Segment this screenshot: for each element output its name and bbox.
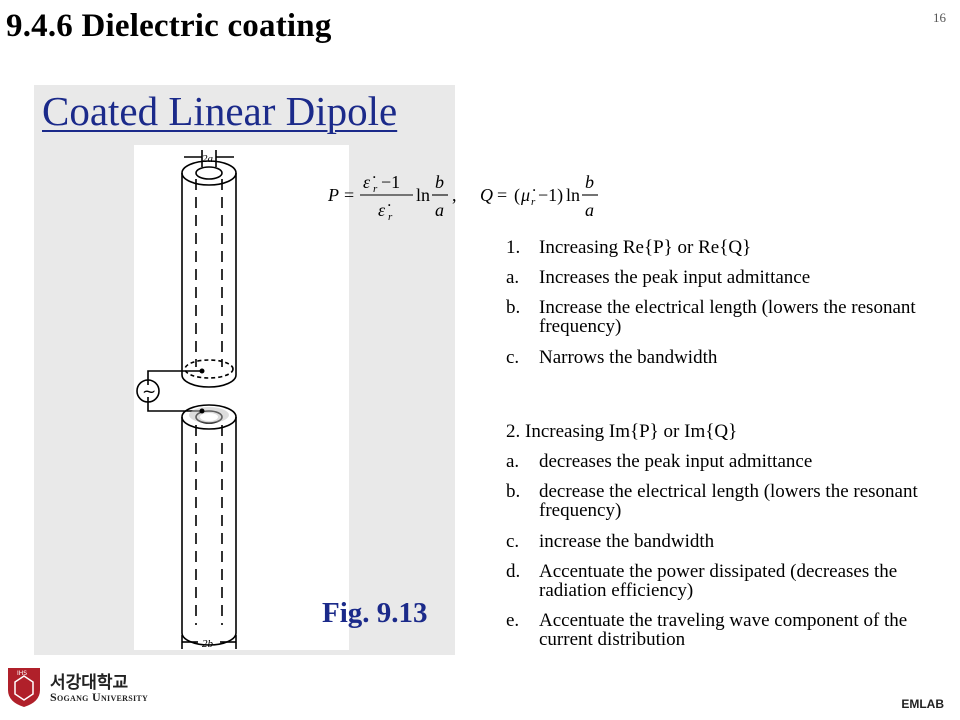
upper-top-core [195, 166, 223, 180]
dim-2b-label: 2b [202, 638, 214, 650]
list2-item-d: d. Accentuate the power dissipated (decr… [506, 562, 950, 600]
list2-item-a-text: decreases the peak input admittance [539, 451, 813, 472]
formula-p-den-sub: r [388, 211, 393, 223]
list2-item-e-text: Accentuate the traveling wave component … [539, 610, 908, 650]
logo-korean-name: 서강대학교 [50, 673, 129, 693]
list1-heading-text: Increasing Re{P} or Re{Q} [539, 237, 752, 258]
list2-item-c-marker: c. [506, 531, 520, 552]
list1-item-c-marker: c. [506, 347, 520, 368]
slide-title: 9.4.6 Dielectric coating [6, 8, 332, 44]
figure-panel: Coated Linear Dipole [34, 85, 455, 655]
formula-p-q: P = ε̇ r −1 ε̇ r ln b a , Q = ( μ̇ r −1)… [327, 172, 598, 223]
list1-item-b-text: Increase the electrical length (lowers t… [539, 297, 916, 337]
list2-item-d-marker: d. [506, 561, 521, 582]
list1-item-b: b. Increase the electrical length (lower… [506, 298, 950, 336]
upper-top-rim [181, 160, 237, 186]
formula-q-close: −1) [538, 185, 563, 206]
list1-heading: 1. Increasing Re{P} or Re{Q} [506, 238, 950, 257]
university-logo: IHS 서강대학교 Sogang University [6, 666, 156, 710]
list2-item-b: b. decrease the electrical length (lower… [506, 482, 950, 520]
crest-text: IHS [17, 670, 27, 677]
dipole-drawing: ~ 2a 2b [134, 145, 349, 650]
list2-item-b-marker: b. [506, 481, 521, 502]
crest-icon: IHS [8, 668, 40, 707]
list1-item-a: a. Increases the peak input admittance [506, 268, 950, 287]
formula-q-mu-sub: r [531, 196, 536, 208]
upper-inner-ring [184, 359, 234, 379]
formula-p-a: a [435, 200, 444, 220]
list1-item-c: c. Narrows the bandwidth [506, 348, 950, 367]
list2-item-a: a. decreases the peak input admittance [506, 452, 950, 471]
footer-brand: EMLAB [901, 697, 944, 711]
list2-item-e-marker: e. [506, 610, 520, 631]
source-symbol: ~ [142, 382, 156, 402]
list2-item-c-text: increase the bandwidth [539, 531, 715, 552]
lower-bottom-rim [181, 632, 237, 646]
list1-heading-marker: 1. [506, 237, 521, 258]
voltage-source [136, 379, 160, 403]
formula-q-b: b [585, 172, 594, 192]
list1-item-a-text: Increases the peak input admittance [539, 267, 811, 288]
feed-node-lower [199, 408, 205, 414]
list2-heading: 2. Increasing Im{P} or Im{Q} [506, 421, 738, 442]
page-number: 16 [933, 10, 946, 25]
logo-english-name: Sogang University [50, 690, 149, 704]
crest-emblem [14, 675, 34, 701]
formula-p-num-sub: r [373, 183, 378, 195]
lower-core-face [200, 413, 218, 421]
feed-node-upper [199, 368, 205, 374]
list2-item-c: c. increase the bandwidth [506, 532, 950, 551]
crest-shield [8, 668, 40, 707]
dim-2a-label: 2a [202, 153, 214, 165]
figure-label: Fig. 9.13 [322, 597, 428, 629]
formula-p-ln: ln [416, 185, 430, 205]
list2-item-a-marker: a. [506, 451, 520, 472]
formula-q-symbol: Q [480, 185, 493, 205]
list2-item-b-text: decrease the electrical length (lowers t… [539, 481, 918, 521]
list1-item-c-text: Narrows the bandwidth [539, 347, 718, 368]
upper-bottom-rim [181, 374, 237, 388]
formula-p-num-minus: −1 [381, 172, 400, 192]
formula-p-equals: = [344, 185, 354, 205]
lower-top-rim [181, 404, 237, 430]
formula-comma: , [452, 185, 457, 205]
list2-item-e: e. Accentuate the traveling wave compone… [506, 611, 950, 649]
formula-q-ln: ln [566, 185, 580, 205]
list2-item-d-text: Accentuate the power dissipated (decreas… [539, 561, 898, 601]
formula-q-a: a [585, 200, 594, 220]
list1-item-a-marker: a. [506, 267, 520, 288]
list1-item-b-marker: b. [506, 297, 521, 318]
formula-p-symbol: P [327, 185, 339, 205]
figure-heading: Coated Linear Dipole [42, 88, 398, 134]
formula-q-open: ( [514, 185, 520, 206]
formula-q-equals: = [497, 185, 507, 205]
coated-dipole-diagram: ~ 2a 2b [136, 150, 237, 650]
content-lists: 1. Increasing Re{P} or Re{Q} a. Increase… [506, 238, 950, 649]
formula-p-b: b [435, 172, 444, 192]
